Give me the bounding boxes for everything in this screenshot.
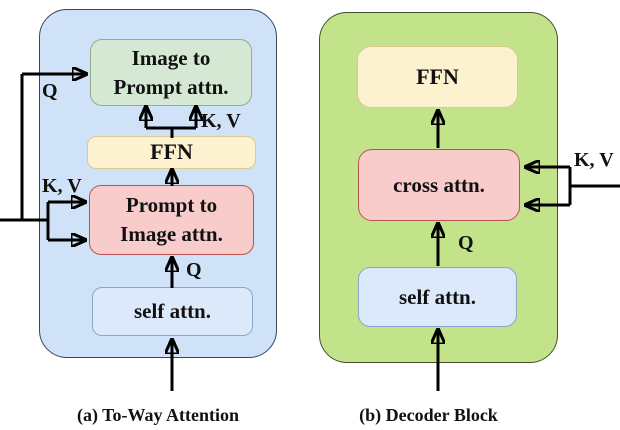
ffn-label-a: FFN <box>150 139 193 165</box>
kv-input-label-a: K, V <box>42 175 82 197</box>
self-attn-label-a: self attn. <box>134 299 211 324</box>
cross-attn-label: cross attn. <box>393 172 485 197</box>
kv-input-label-b: K, V <box>574 149 614 171</box>
self-attn-box-a: self attn. <box>92 287 253 336</box>
image-to-prompt-attn-box: Image to Prompt attn. <box>90 39 252 106</box>
q-internal-label-a: Q <box>186 259 202 281</box>
prompt-to-image-attn-label-line2: Image attn. <box>120 222 223 246</box>
q-input-label-a: Q <box>42 80 58 102</box>
ffn-box-a: FFN <box>87 136 256 169</box>
prompt-to-image-attn-box: Prompt to Image attn. <box>89 185 254 255</box>
caption-panel-a: (a) To-Way Attention <box>76 405 240 425</box>
q-internal-label-b: Q <box>458 232 474 254</box>
kv-fork-label-a: K, V <box>201 110 241 132</box>
image-to-prompt-attn-label-line1: Image to <box>131 45 211 70</box>
prompt-to-image-attn-label-line1: Prompt to <box>125 193 218 218</box>
cross-attn-box: cross attn. <box>358 149 520 221</box>
self-attn-label-b: self attn. <box>399 284 476 309</box>
ffn-box-b: FFN <box>357 46 518 108</box>
self-attn-box-b: self attn. <box>358 267 517 327</box>
caption-panel-b: (b) Decoder Block <box>359 405 498 425</box>
image-to-prompt-attn-label-line2: Prompt attn. <box>113 74 229 99</box>
ffn-label-b: FFN <box>416 63 459 89</box>
